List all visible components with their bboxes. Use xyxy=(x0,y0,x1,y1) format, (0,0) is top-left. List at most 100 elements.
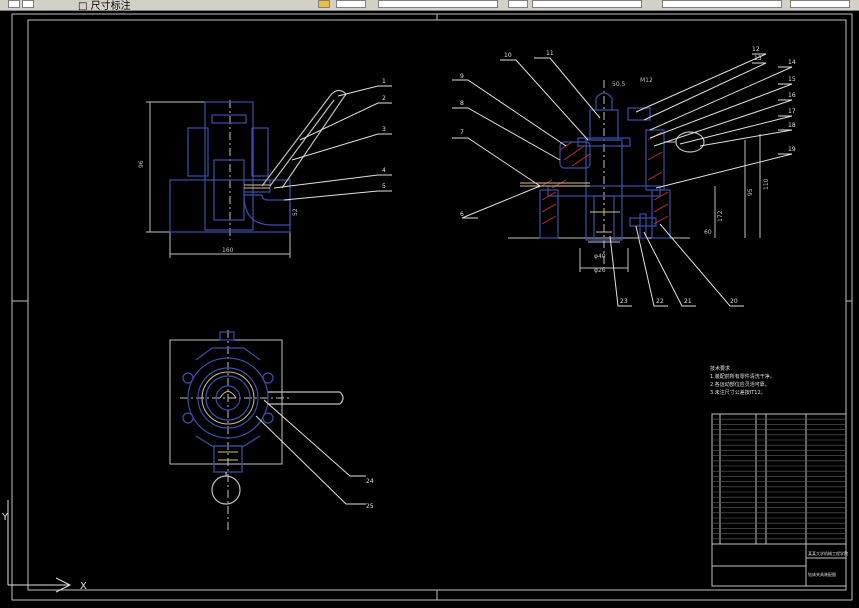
section-dim-a: 110 xyxy=(763,178,770,190)
section-dim-bottom-a: φ40 xyxy=(594,253,606,260)
leader-25 xyxy=(255,415,366,505)
top-knob-ball xyxy=(211,475,241,505)
section-dim-bottom-b: φ26 xyxy=(594,267,606,274)
balloon-20: 20 xyxy=(730,298,738,305)
balloon-8: 8 xyxy=(460,100,464,107)
section-view: 50.5 M12 110 95 172 60 φ40 φ26 xyxy=(452,46,796,307)
title-block-school: 某某大学机械工程学院 xyxy=(808,550,848,556)
balloon-21: 21 xyxy=(684,298,692,305)
top-outer-ring xyxy=(187,357,269,439)
section-dim-b: 95 xyxy=(747,188,754,196)
tech-req-title: 技术要求 xyxy=(710,365,730,372)
front-bushing-arc xyxy=(243,194,291,226)
leader-2 xyxy=(299,102,392,141)
section-left-support xyxy=(539,189,559,239)
balloon-15: 15 xyxy=(788,76,796,83)
parts-list-table: 某某大学机械工程学院 钻床夹具装配图 xyxy=(711,413,848,587)
leader-20 xyxy=(659,223,744,307)
leader-19 xyxy=(655,153,793,189)
title-block-name: 钻床夹具装配图 xyxy=(808,571,836,577)
cad-drawing: 96 160 52 1 2 3 4 5 xyxy=(1,13,853,601)
ucs-y-label: Y xyxy=(1,512,9,523)
leader-13 xyxy=(643,62,767,121)
top-clamp-block xyxy=(213,445,243,473)
tech-req-3: 3.未注尺寸公差按IT12。 xyxy=(710,389,766,396)
front-width-dim: 160 xyxy=(222,247,234,254)
sheet-outer-border xyxy=(11,13,853,601)
balloon-16: 16 xyxy=(788,92,796,99)
layer-color-icon[interactable] xyxy=(318,0,330,8)
balloon-10: 10 xyxy=(504,52,512,59)
balloon-7: 7 xyxy=(460,129,464,136)
leader-21 xyxy=(643,231,696,307)
ucs-x-label: X xyxy=(80,581,87,592)
balloon-12: 12 xyxy=(752,46,760,53)
leader-7 xyxy=(452,137,541,187)
balloon-4: 4 xyxy=(382,167,386,174)
tech-requirements: 技术要求 1.装配前所有零件清洗干净。 2.各运动部位应灵活可靠。 3.未注尺寸… xyxy=(710,365,775,396)
balloon-1: 1 xyxy=(382,78,386,85)
leader-15 xyxy=(649,83,793,139)
leader-14 xyxy=(649,66,793,131)
leader-23 xyxy=(609,235,632,307)
balloon-2: 2 xyxy=(382,95,386,102)
leader-22 xyxy=(635,225,668,307)
color-control[interactable] xyxy=(378,0,498,8)
balloon-14: 14 xyxy=(788,59,796,66)
linetype-control[interactable] xyxy=(532,0,642,8)
section-knob xyxy=(664,131,705,153)
section-dim-d: 60 xyxy=(704,229,712,236)
balloon-5: 5 xyxy=(382,183,386,190)
leader-5 xyxy=(283,190,392,201)
section-dim-c: 172 xyxy=(717,210,724,222)
top-toolbar-strip: □ 尺寸标注 xyxy=(0,0,859,12)
leader-18 xyxy=(699,129,793,147)
leader-10 xyxy=(500,59,589,141)
balloon-18: 18 xyxy=(788,122,796,129)
layer-properties-icon[interactable] xyxy=(8,0,20,8)
balloon-19: 19 xyxy=(788,146,796,153)
balloon-9: 9 xyxy=(460,73,464,80)
section-hatching xyxy=(537,131,669,225)
front-side-dim: 52 xyxy=(292,208,299,216)
plot-style-control[interactable] xyxy=(790,0,850,8)
leader-12 xyxy=(635,53,767,113)
front-column xyxy=(204,101,254,231)
front-view: 96 160 52 1 2 3 4 5 xyxy=(138,78,392,258)
leader-1 xyxy=(337,85,392,97)
balloon-11: 11 xyxy=(546,50,554,57)
layer-dropdown[interactable]: □ 尺寸标注 xyxy=(38,0,228,12)
balloon-6: 6 xyxy=(460,211,464,218)
sheet-inner-frame xyxy=(27,19,847,591)
layer-state-icon[interactable] xyxy=(22,0,34,8)
section-right-support xyxy=(651,189,671,239)
balloon-22: 22 xyxy=(656,298,664,305)
tech-req-1: 1.装配前所有零件清洗干净。 xyxy=(710,373,775,380)
layer-previous-icon[interactable] xyxy=(336,0,366,8)
layer-dropdown-label: □ 尺寸标注 xyxy=(78,1,131,12)
balloon-23: 23 xyxy=(620,298,628,305)
tech-req-2: 2.各运动部位应灵活可靠。 xyxy=(710,381,770,388)
linetype-icon[interactable] xyxy=(508,0,528,8)
balloon-24: 24 xyxy=(366,478,374,485)
balloon-17: 17 xyxy=(788,108,796,115)
leader-3 xyxy=(291,133,392,161)
top-view: 24 25 xyxy=(169,330,374,530)
leader-24 xyxy=(263,399,366,477)
section-screw-head xyxy=(595,92,613,110)
model-space-canvas[interactable]: 96 160 52 1 2 3 4 5 xyxy=(0,10,859,604)
lineweight-control[interactable] xyxy=(662,0,782,8)
leader-9 xyxy=(452,79,567,147)
leader-16 xyxy=(653,99,793,147)
leader-11 xyxy=(534,57,601,119)
top-handle xyxy=(211,391,344,505)
section-dim-e: 50.5 xyxy=(612,81,626,88)
leader-17 xyxy=(679,115,793,145)
leader-6 xyxy=(461,185,541,219)
front-height-dim: 96 xyxy=(138,160,145,168)
balloon-25: 25 xyxy=(366,503,374,510)
leader-4 xyxy=(273,174,392,189)
ucs-icon xyxy=(7,500,72,593)
balloon-13: 13 xyxy=(754,55,762,62)
balloon-3: 3 xyxy=(382,126,386,133)
